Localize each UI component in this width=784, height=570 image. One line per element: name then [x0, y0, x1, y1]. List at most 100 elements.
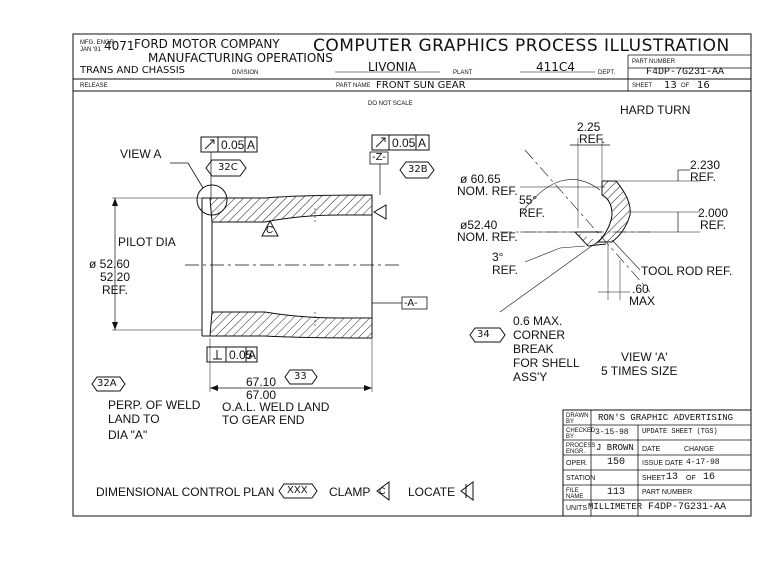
title-block — [562, 409, 752, 517]
tag-32c: 32C — [218, 162, 238, 173]
legend-dcp-symbol: XXX — [287, 485, 308, 496]
tb-file-value: 113 — [607, 487, 626, 498]
pilot-val-1: ø 52.60 — [89, 257, 130, 271]
sheet-num: 13 — [664, 80, 677, 91]
tool-rod-ref: TOOL ROD REF. — [641, 264, 733, 278]
dim-2000: 2.000 — [698, 206, 729, 220]
oal-label-1: O.A.L. WELD LAND — [222, 400, 330, 414]
perp-note-2: LAND TO — [108, 412, 160, 426]
clamp-c: C — [266, 225, 274, 236]
tb-change-label: CHANGE — [684, 446, 714, 453]
tb-date-label: DATE — [642, 446, 661, 453]
view-a-label: VIEW A — [120, 147, 162, 161]
division-label: DIVISION — [232, 70, 259, 76]
dim-2230-ref: REF. — [690, 170, 717, 184]
times-size: 5 TIMES SIZE — [601, 364, 678, 378]
dim-2000-ref: REF. — [700, 218, 727, 232]
hard-turn-label: HARD TURN — [620, 103, 691, 117]
tb-checked-label: CHECKED BY — [566, 428, 596, 440]
tb-station-label: STATION — [566, 475, 596, 482]
release-label: RELEASE — [80, 83, 108, 89]
plant-name: LIVONIA — [368, 60, 417, 74]
tb-oper-label: OPER. — [566, 460, 588, 467]
tb-oper-value: 150 — [607, 457, 626, 468]
clamp-symbol — [261, 219, 279, 237]
tol-2-datum: A — [418, 136, 427, 150]
tb-process-label: PROCESS ENGR. — [566, 443, 596, 455]
part-name-value: FRONT SUN GEAR — [376, 80, 466, 91]
plant-label: PLANT — [453, 70, 473, 76]
ang-55-ref: REF. — [519, 206, 546, 220]
company-name: FORD MOTOR COMPANY — [134, 37, 280, 51]
corner-2: CORNER — [513, 328, 566, 342]
legend-clamp-symbol: C — [379, 486, 386, 496]
sheet-label: SHEET — [632, 83, 653, 89]
tb-checked-note: UPDATE SHEET (TGS) — [642, 428, 718, 436]
dia-6065-ref: NOM. REF. — [457, 184, 518, 198]
tol-2-value: 0.05 — [392, 136, 416, 150]
view-a-section — [596, 180, 631, 243]
part-number-value: F4DP-7G231-AA — [646, 67, 725, 78]
sheet-of: OF — [681, 83, 690, 89]
max-label: MAX — [629, 294, 656, 308]
dia-5240: ø52.40 — [460, 218, 498, 232]
oal-2: 67.00 — [246, 388, 277, 402]
bottom-wall-section — [209, 311, 373, 339]
part-number-label: PART NUMBER — [632, 59, 676, 65]
top-wall-section — [209, 194, 373, 223]
tb-sheet-of: OF — [686, 475, 696, 482]
part-name-label: PART NAME — [336, 83, 371, 89]
tag-32a: 32A — [97, 378, 117, 389]
tb-units-value: MILLIMETER — [588, 502, 643, 512]
pilot-dia-label: PILOT DIA — [118, 235, 176, 249]
oal-label-2: TO GEAR END — [222, 413, 305, 427]
tb-pn-value: F4DP-7G231-AA — [648, 502, 727, 513]
tb-sheet-value: 13 — [666, 472, 679, 483]
tag-34: 34 — [477, 329, 490, 340]
perp-datum: A — [248, 348, 257, 362]
ang-55: 55° — [519, 193, 538, 207]
mfg-date: JAN '91 — [80, 47, 101, 53]
division-name: TRANS AND CHASSIS — [80, 65, 186, 76]
legend-locate: LOCATE — [408, 485, 456, 499]
mfg-engr-label: MFG. ENGR. — [80, 40, 116, 46]
view-a-circle — [196, 184, 228, 216]
perp-note-3: DIA "A" — [108, 428, 148, 442]
max-60: .60 — [632, 282, 649, 296]
mfg-num: 4071 — [104, 39, 135, 53]
dim-2230: 2.230 — [690, 158, 721, 172]
legend-clamp: CLAMP — [329, 485, 371, 499]
corner-3: BREAK — [513, 342, 554, 356]
corner-5: ASS'Y — [513, 370, 548, 384]
tb-sheet-label: SHEET — [642, 475, 666, 482]
view-a-title: VIEW 'A' — [621, 350, 668, 364]
ang-3-ref: REF. — [492, 263, 519, 277]
tag-33: 33 — [294, 371, 307, 382]
dept-value: 411C4 — [536, 60, 575, 74]
tb-sheet-total: 16 — [703, 472, 716, 483]
tb-units-label: UNITS — [566, 505, 587, 512]
datum-a: -A- — [404, 298, 418, 309]
dia-5240-ref: NOM. REF. — [457, 230, 518, 244]
datum-z: -Z- — [372, 152, 386, 163]
dim-225-ref: REF. — [579, 132, 606, 146]
page-title: COMPUTER GRAPHICS PROCESS ILLUSTRATION — [313, 36, 730, 56]
locate-symbol — [373, 204, 387, 220]
tol-1-datum: A — [247, 138, 256, 152]
corner-1: 0.6 MAX. — [513, 314, 563, 328]
oal-1: 67.10 — [246, 375, 277, 389]
operations-name: MANUFACTURING OPERATIONS — [148, 51, 333, 65]
pilot-ref: REF. — [102, 283, 129, 297]
tb-drawn-value: RON'S GRAPHIC ADVERTISING — [598, 413, 734, 423]
pilot-val-2: 52.20 — [100, 270, 131, 284]
tb-file-label: FILE NAME — [566, 488, 584, 500]
dia-6065: ø 60.65 — [460, 172, 501, 186]
tb-checked-date: 3-15-98 — [595, 428, 629, 437]
ang-3: 3° — [492, 250, 504, 264]
tol-1-value: 0.05 — [221, 138, 245, 152]
legend-dcp: DIMENSIONAL CONTROL PLAN — [96, 485, 275, 499]
dept-label: DEPT. — [598, 70, 616, 76]
dim-225: 2.25 — [577, 120, 601, 134]
tag-32b: 32B — [408, 164, 428, 175]
tb-pn-label: PART NUMBER — [642, 489, 693, 496]
